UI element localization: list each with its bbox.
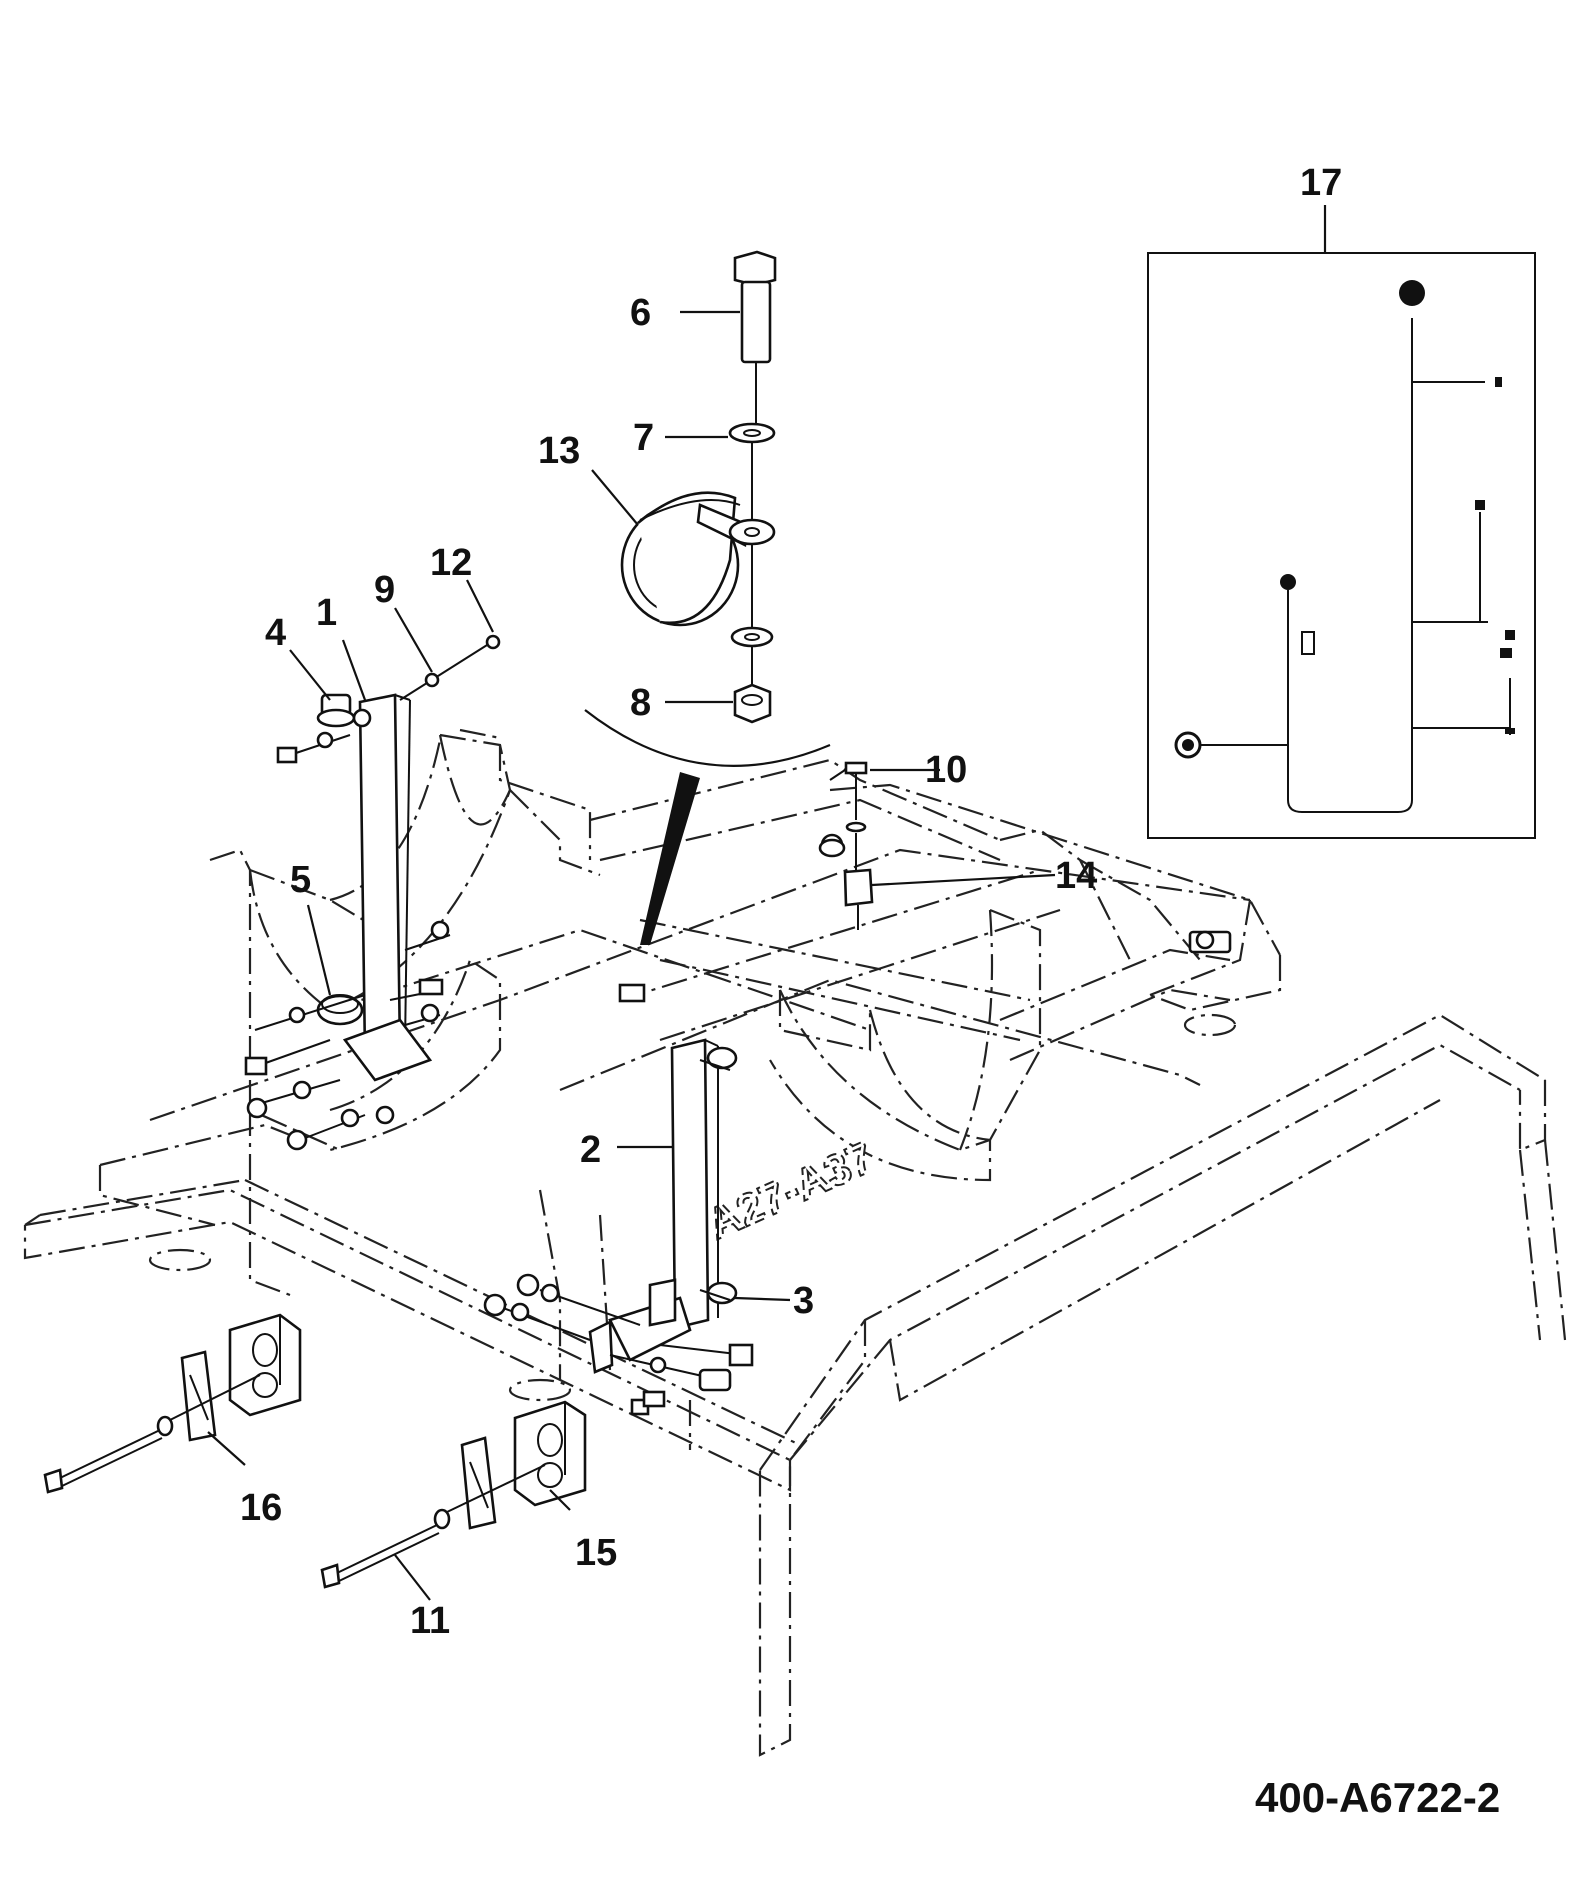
callout-8: 8	[630, 682, 651, 724]
mount-block-right	[320, 1400, 587, 1589]
leader-lines	[207, 205, 1327, 1601]
frame-phantom: A27-A37	[23, 728, 1567, 1757]
callout-12: 12	[430, 542, 472, 584]
drawing-number: 400-A6722-2	[1255, 1774, 1500, 1821]
callout-9: 9	[374, 569, 395, 611]
callout-10: 10	[925, 749, 967, 791]
callout-16: 16	[240, 1487, 282, 1529]
callout-labels: 1 2 3 4 5 6 7 8 9 10 11 12 13 14 15 16 1…	[240, 162, 1342, 1642]
bolt-spacer-assembly	[818, 761, 874, 930]
callout-15: 15	[575, 1532, 617, 1574]
callout-14: 14	[1055, 855, 1097, 897]
callout-17: 17	[1300, 162, 1342, 204]
callout-13: 13	[538, 430, 580, 472]
strap-center	[483, 983, 754, 1416]
callout-2: 2	[580, 1129, 601, 1171]
mount-block-left	[43, 1313, 302, 1494]
callout-7: 7	[633, 417, 654, 459]
hose-clamp-assembly	[584, 250, 831, 945]
callout-6: 6	[630, 292, 651, 334]
callout-11: 11	[410, 1600, 450, 1642]
callout-4: 4	[265, 612, 286, 654]
callout-3: 3	[793, 1280, 814, 1322]
callout-1: 1	[316, 592, 337, 634]
frame-marking: A27-A37	[700, 1133, 881, 1249]
wire-harness-inset	[1147, 252, 1536, 839]
callout-5: 5	[290, 859, 311, 901]
strap-left	[244, 634, 501, 1151]
